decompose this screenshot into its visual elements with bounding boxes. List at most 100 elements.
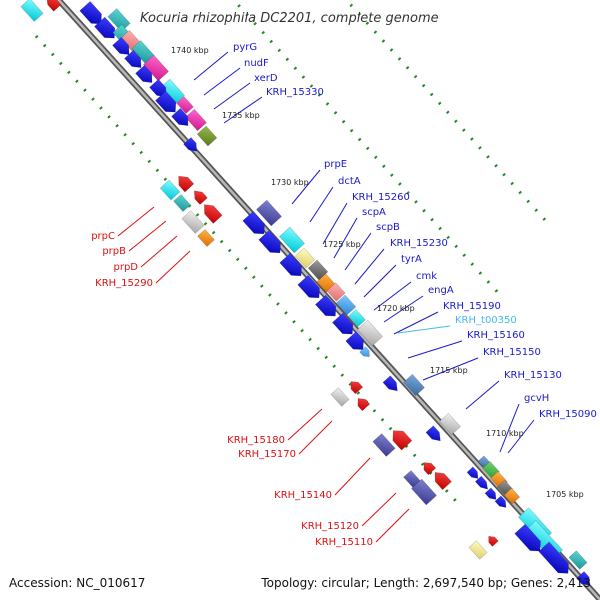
forward-gene-label: tyrA [401, 254, 422, 265]
reverse-gene-label: KRH_15290 [95, 278, 153, 289]
reverse-gene-arrow [204, 204, 223, 224]
label-leader-line [155, 250, 191, 284]
reverse-gene-label: prpD [113, 262, 138, 273]
forward-gene-label: cmk [416, 271, 437, 282]
label-leader-line [334, 457, 371, 496]
map-title: Kocuria rhizophila DC2201, complete geno… [140, 11, 439, 26]
gene-box [196, 125, 218, 147]
scale-tick-label: 1705 kbp [546, 490, 584, 499]
scale-tick-label: 1740 kbp [171, 46, 209, 55]
gene-box [197, 229, 215, 247]
forward-gene-arrow [345, 331, 364, 350]
forward-gene-label: KRH_t00350 [455, 315, 517, 326]
forward-gene-label: KRH_15150 [483, 347, 541, 358]
gene-box [411, 478, 437, 506]
forward-gene-arrow [538, 541, 569, 574]
forward-gene-arrow [494, 495, 507, 508]
forward-gene-arrow [484, 487, 497, 500]
gene-box [372, 433, 396, 457]
forward-gene-arrow [79, 1, 102, 25]
gene-box [20, 0, 44, 22]
label-leaders [117, 51, 535, 543]
reverse-gene-label: KRH_15180 [227, 435, 285, 446]
gene-box [256, 199, 282, 227]
tick-guide-line [344, 0, 548, 223]
forward-gene-arrow [242, 211, 265, 235]
forward-gene-arrow [94, 16, 116, 39]
forward-gene-arrow [171, 107, 189, 126]
label-leader-line [140, 235, 178, 268]
label-leader-line [333, 217, 358, 259]
reverse-gene-arrow [194, 190, 208, 205]
forward-gene-label: pyrG [233, 42, 257, 53]
forward-gene-label: KRH_15230 [390, 238, 448, 249]
forward-gene-arrow [155, 90, 177, 113]
gene-box [181, 210, 205, 234]
reverse-gene-arrow [357, 398, 371, 412]
gene-features [20, 0, 590, 586]
forward-gene-label: KRH_15160 [467, 330, 525, 341]
forward-gene-label: KRH_15090 [539, 409, 597, 420]
scale-tick-label: 1725 kbp [323, 240, 361, 249]
gene-box [159, 179, 181, 201]
label-leader-line [393, 311, 439, 335]
reverse-gene-arrow [434, 472, 452, 491]
label-leader-line [383, 295, 424, 323]
label-leader-line [363, 264, 397, 298]
forward-gene-arrow [183, 137, 197, 152]
label-leader-line [465, 380, 500, 410]
forward-gene-label: xerD [254, 73, 278, 84]
label-leader-line [128, 220, 167, 252]
label-leader-line [422, 357, 479, 381]
label-leader-line [213, 82, 251, 110]
forward-gene-label: prpE [324, 159, 347, 170]
forward-gene-arrow [112, 36, 130, 55]
forward-gene-label: KRH_15330 [266, 87, 324, 98]
scale-tick-label: 1735 kbp [222, 111, 260, 120]
label-leader-line [407, 340, 463, 359]
forward-gene-arrow [315, 294, 337, 317]
forward-gene-label: gcvH [524, 393, 549, 404]
accession-text: Accession: NC_010617 [9, 576, 145, 590]
forward-gene-label: scpB [376, 222, 400, 233]
forward-gene-arrow [359, 346, 370, 357]
gene-box [503, 487, 521, 505]
label-leader-line [223, 96, 263, 124]
forward-gene-arrow [576, 571, 590, 586]
label-leader-line [203, 67, 241, 96]
reverse-gene-label: KRH_15120 [301, 521, 359, 532]
reverse-gene-label: KRH_15110 [315, 537, 373, 548]
forward-gene-label: KRH_15190 [443, 301, 501, 312]
forward-gene-arrow [258, 230, 281, 254]
reverse-gene-label: prpB [102, 246, 126, 257]
forward-gene-label: KRH_15130 [504, 370, 562, 381]
forward-gene-arrow [135, 64, 153, 83]
reverse-gene-arrow [392, 430, 413, 451]
label-leader-line [309, 186, 334, 223]
reverse-gene-label: prpC [91, 231, 115, 242]
reverse-gene-arrow [350, 381, 364, 395]
forward-gene-arrow [124, 49, 142, 68]
gene-labels: pyrGnudFxerDKRH_15330prpEdctAKRH_15260sc… [91, 42, 597, 548]
tick-guide-line [231, 0, 503, 298]
gene-box [326, 282, 346, 302]
reverse-gene-arrow [46, 0, 62, 12]
forward-gene-label: scpA [362, 207, 386, 218]
label-leader-line [193, 51, 229, 81]
gene-box [568, 550, 588, 570]
tick-guides [34, 0, 548, 505]
forward-gene-arrow [297, 275, 320, 299]
label-leader-line [287, 408, 323, 441]
label-leader-line [375, 508, 410, 543]
scale-tick-label: 1730 kbp [271, 178, 309, 187]
gene-box [439, 412, 461, 436]
label-leader-line [344, 232, 372, 271]
gene-box [357, 319, 383, 347]
label-leader-line [373, 281, 412, 311]
gene-box [173, 194, 191, 212]
gene-box [307, 259, 329, 281]
reverse-gene-arrow [178, 175, 195, 193]
forward-gene-arrow [425, 425, 441, 442]
